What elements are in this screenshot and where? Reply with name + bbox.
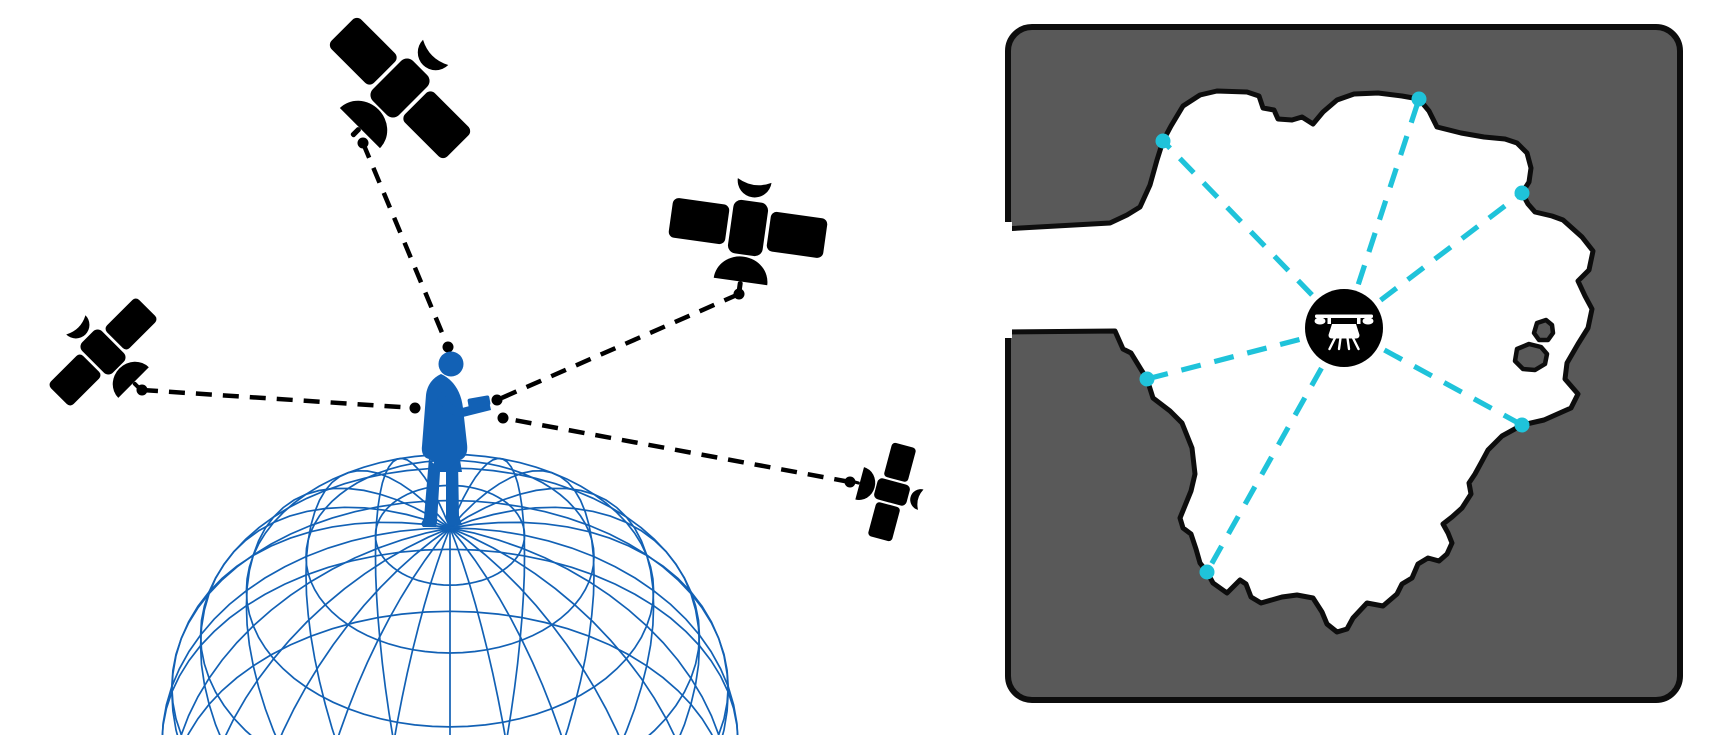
antenna-crescent — [417, 39, 449, 71]
obstacle-island — [1512, 341, 1550, 373]
signal-link — [141, 387, 416, 411]
person-arm-with-phone — [437, 391, 491, 417]
solar-panel-left — [668, 198, 730, 245]
signal-links — [136, 137, 856, 488]
obstacle-island — [1531, 317, 1556, 343]
solar-panel-right — [868, 502, 900, 542]
propeller-left — [1314, 317, 1326, 325]
propeller-bar — [1315, 314, 1373, 318]
solar-panel-right — [766, 211, 828, 258]
antenna-crescent — [737, 178, 772, 198]
solar-panel-left — [884, 442, 916, 482]
corridor-opening — [974, 222, 1012, 338]
solar-panel-right — [403, 91, 471, 159]
range-point-dot — [1514, 185, 1530, 201]
signal-endpoint-dot — [357, 137, 369, 149]
motor-left — [1327, 318, 1331, 324]
signal-endpoint-dot — [844, 476, 856, 488]
range-point-dot — [1139, 371, 1155, 387]
signal-endpoint-dot — [733, 288, 745, 300]
range-point-dot — [1514, 417, 1530, 433]
antenna-dish — [855, 467, 876, 500]
range-ray — [1379, 190, 1524, 303]
person-torso — [421, 374, 468, 472]
antenna-dish — [713, 256, 768, 286]
person-head — [438, 351, 464, 377]
solar-panel-right — [105, 298, 157, 350]
satellite-icon — [49, 298, 157, 406]
signal-link — [360, 142, 451, 348]
satellite-icon — [329, 17, 471, 159]
dish-stem — [132, 381, 141, 390]
range-point-dot — [1199, 564, 1215, 580]
satellite-icon — [668, 178, 828, 293]
signal-endpoint-dot — [409, 402, 421, 414]
range-rays — [1139, 91, 1530, 580]
range-ray — [1161, 139, 1314, 297]
signal-endpoint-dot — [442, 341, 454, 353]
smartphone-icon — [467, 395, 491, 409]
drone-scene — [974, 24, 1683, 703]
dish-stem — [852, 480, 860, 485]
range-ray — [1383, 347, 1524, 428]
antenna-crescent — [910, 489, 924, 510]
satellite-body — [874, 478, 910, 506]
gnss-scene — [49, 17, 924, 735]
drone-legs — [1328, 336, 1360, 351]
solar-panel-left — [329, 17, 397, 85]
signal-endpoint-dot — [491, 394, 503, 406]
globe-wireframe — [161, 453, 739, 735]
motor-right — [1357, 318, 1361, 324]
drone-marker — [1305, 289, 1383, 367]
drone-icon — [1314, 314, 1374, 351]
dish-stem — [736, 281, 743, 293]
drone-body — [1328, 324, 1360, 339]
antenna-dish — [339, 100, 388, 149]
satellite-icon — [852, 442, 924, 542]
signal-link — [502, 415, 851, 485]
signal-endpoint-dot — [497, 412, 509, 424]
range-point-dot — [1155, 133, 1171, 149]
range-ray — [1204, 366, 1324, 574]
range-ray — [1146, 337, 1301, 382]
satellite-body — [80, 329, 126, 375]
propeller-right — [1362, 317, 1374, 325]
satellite-body — [370, 58, 430, 118]
person-leg-front — [446, 460, 462, 525]
person-icon — [421, 351, 491, 527]
antenna-dish — [112, 361, 149, 398]
signal-link — [496, 291, 740, 403]
range-point-dot — [1411, 91, 1427, 107]
satellite-body — [727, 199, 769, 257]
antenna-crescent — [66, 315, 90, 339]
person-leg-back — [421, 458, 440, 527]
solar-panel-left — [49, 354, 101, 406]
dish-stem — [350, 127, 361, 138]
mapped-free-space — [982, 88, 1596, 635]
